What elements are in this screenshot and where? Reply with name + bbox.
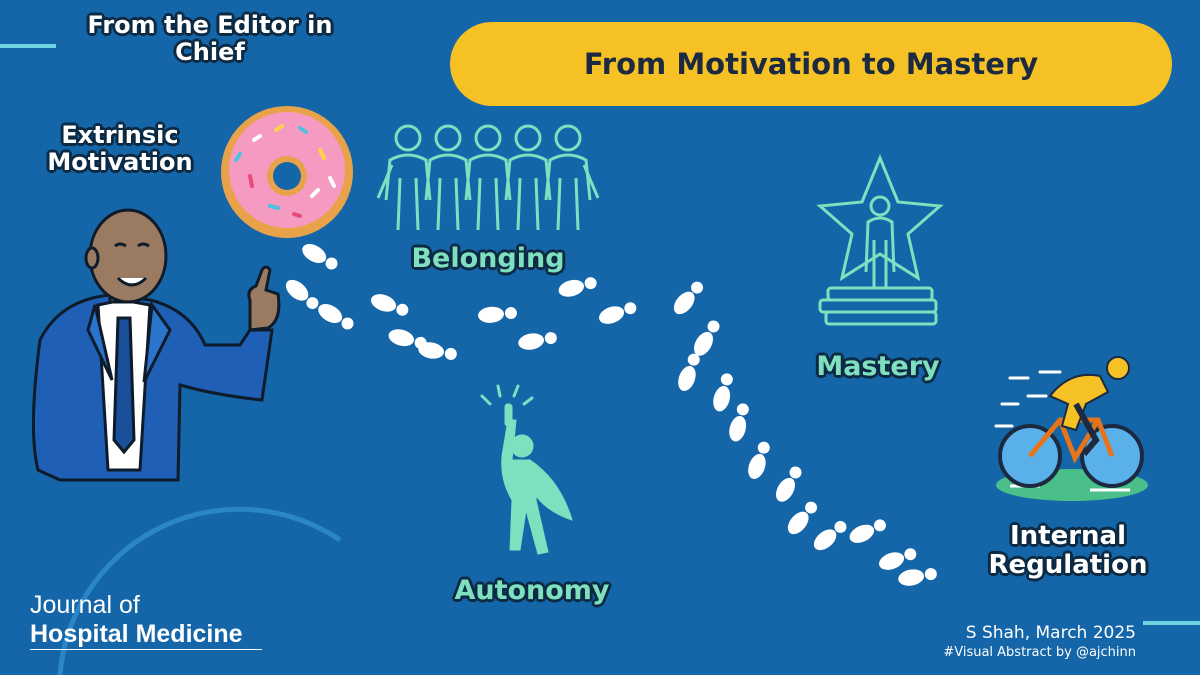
stage-label-mastery: Mastery xyxy=(816,351,940,382)
background-arc xyxy=(57,506,342,675)
journal-name-line2: Hospital Medicine xyxy=(30,619,262,650)
journal-name-line1: Journal of xyxy=(30,591,140,619)
page-title: From Motivation to Mastery xyxy=(583,47,1039,81)
credit-block: S Shah, March 2025 #Visual Abstract by @… xyxy=(880,622,1136,662)
stage-label-belonging: Belonging xyxy=(411,243,565,274)
stage-label-extrinsic-motivation: Extrinsic Motivation xyxy=(47,121,193,176)
credit-author: S Shah, March 2025 xyxy=(965,623,1136,643)
editor-label: From the Editor in Chief xyxy=(87,11,333,66)
stage-label-internal-regulation: Internal Regulation xyxy=(988,521,1148,581)
title-banner: From Motivation to Mastery xyxy=(450,22,1172,106)
journal-logo: Journal of Hospital Medicine xyxy=(30,591,290,650)
stage-label-autonomy: Autonomy xyxy=(454,575,610,606)
credit-abstract: #Visual Abstract by @ajchinn xyxy=(943,645,1136,660)
